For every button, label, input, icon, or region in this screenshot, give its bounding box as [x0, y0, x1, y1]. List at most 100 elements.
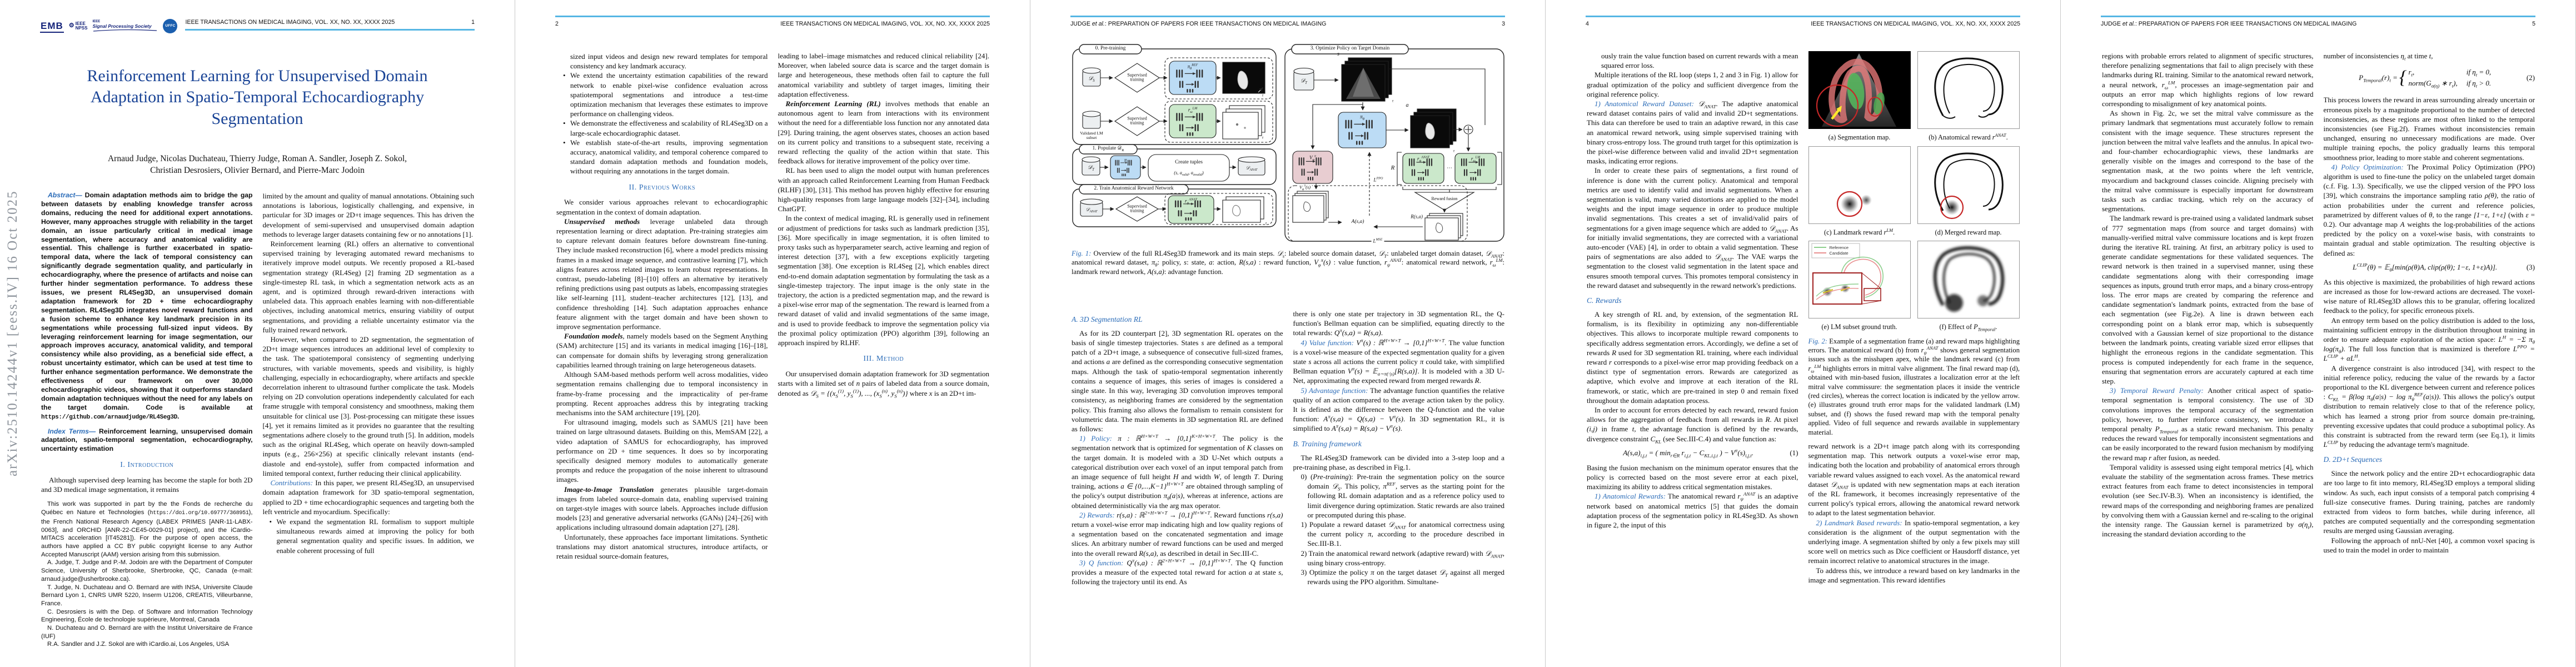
fig1-supervised-training: Supervised training — [1127, 72, 1147, 82]
paragraph: Foundation models, namely models based o… — [556, 332, 768, 369]
fig2-caption-a: (a) Segmentation map. — [1828, 133, 1891, 141]
page-number: 4 — [1586, 21, 1589, 27]
fig1-dt-label: 𝒟T — [1088, 164, 1094, 172]
figure-caption: Fig. 1: Overview of the full RL4Seg3D fr… — [1072, 250, 1505, 276]
fig2-caption-e: (e) LM subset ground truth. — [1821, 323, 1897, 331]
bullet-item: We establish state-of-the-art results, i… — [563, 138, 768, 176]
fig1-tau-label: τ — [1392, 98, 1394, 103]
paragraph: 1) Anatomical Reward Dataset: 𝒟ANAT. The… — [1587, 99, 1798, 166]
fig2-legend-reference: Reference — [1829, 245, 1849, 250]
column-right: leading to label–image mismatches and re… — [778, 51, 990, 651]
fig1-validated-lm-subset: Validated LM subset — [1080, 131, 1103, 140]
sps-swoosh-icon — [93, 29, 157, 32]
paragraph: For ultrasound imaging, models such as S… — [556, 418, 768, 484]
paragraph: In the context of medical imaging, RL is… — [778, 214, 990, 347]
fig1-value-map-label: Vφπ(s) — [1297, 185, 1313, 191]
page-2-columns: sized input videos and design new reward… — [556, 51, 989, 651]
fig2-subfig-d: (d) Merged reward map. — [1917, 146, 2020, 240]
fig1-danat-label: 𝒟ANAT — [1085, 206, 1098, 214]
arxiv-watermark-text: arXiv:2510.14244v1 [eess.IV] 16 Oct 2025 — [5, 190, 20, 477]
figure-1-canvas — [1072, 44, 1504, 242]
sps-logo-top: IEEE — [92, 20, 101, 24]
page-3: JUDGE et al.: PREPARATION OF PAPERS FOR … — [1030, 0, 1546, 667]
fig1-mse-loss-label: LMSE — [1371, 238, 1384, 244]
fig1-tau-label: τ — [1265, 221, 1267, 226]
fig1-box3-title: 3. Optimize Policy on Target Domain — [1310, 46, 1390, 52]
fig1-tau-label: τ — [1262, 93, 1264, 98]
footnote: T. Judge, N. Duchateau and O. Bernard ar… — [41, 584, 253, 607]
paragraph: 3) Q function: Qπ(s,a) : ℝ2×H×W×T → [0,1… — [1072, 558, 1283, 586]
fig2-landmark-reward-image — [1808, 146, 1911, 224]
fig2-subfig-b: (b) Anatomical reward rANAT. — [1917, 51, 2020, 145]
sps-logo: IEEE Signal Processing Society — [92, 20, 158, 32]
subsection-heading: C. Rewards — [1587, 296, 1622, 305]
fig1-ppo-loss-label: LPPO — [1372, 177, 1385, 183]
fig1-tau-label: τ — [1262, 135, 1264, 140]
paragraph: 4) Value function: Vπ(s) : ℝH×W×T → [0,1… — [1293, 337, 1505, 385]
paragraph: 0) (Pre-training): Pre-train the segment… — [1301, 472, 1505, 519]
footnote: R.A. Sandler and J.Z. Sokol are with iCa… — [47, 641, 230, 648]
paragraph: Contributions: In this paper, we present… — [262, 479, 475, 516]
fig1-state-label: s — [1337, 51, 1339, 57]
column-left: regions with probable errors related to … — [2102, 51, 2314, 651]
page-2: 2 IEEE TRANSACTIONS ON MEDICAL IMAGING, … — [515, 0, 1030, 667]
fig1-supervised-training: Supervised training — [1127, 116, 1147, 126]
paragraph: However, when compared to 2D segmentatio… — [262, 335, 475, 477]
embs-logo: EMB — [40, 20, 64, 33]
paragraph: 2) Rewards: r(s,a) : ℝ2×H×W×T → [0,1]H×W… — [1072, 510, 1283, 558]
paragraph: Unfortunately, these approaches face imp… — [556, 532, 768, 560]
paragraph: 2) Train the anatomical reward network (… — [1301, 549, 1505, 567]
page-1-columns: Abstract— Domain adaptation methods aim … — [41, 191, 474, 650]
authors-line-2: Christian Desrosiers, Olivier Bernard, a… — [150, 165, 365, 175]
paragraph: regions with probable errors related to … — [2102, 52, 2314, 108]
page-5-columns: regions with probable errors related to … — [2102, 51, 2535, 651]
fig1-danat-label: 𝒟ANAT — [1245, 165, 1258, 172]
fig1-policy-theta-label: πθ — [1360, 115, 1364, 121]
authors-block: Arnaud Judge, Nicolas Duchateau, Thierry… — [50, 153, 465, 177]
running-title: JUDGE et al.: PREPARATION OF PAPERS FOR … — [1070, 21, 1327, 27]
subsection-heading: A. 3D Segmentation RL — [1072, 315, 1143, 323]
paragraph: Reinforcement Learning (RL) involves met… — [778, 99, 990, 166]
bullet-item: sized input videos and design new reward… — [570, 52, 768, 71]
fig1-reward-fusion: Reward fusion — [1431, 196, 1458, 201]
paragraph: 2) Landmark Based rewards: In spatio-tem… — [1808, 518, 2020, 565]
paragraph: Although supervised deep learning has be… — [41, 476, 253, 494]
paragraph: 1) Anatomical Rewards: The anatomical re… — [1587, 491, 1798, 529]
fig2-lm-ground-truth-image — [1808, 241, 1911, 318]
paragraph: The RL4Seg3D framework can be divided in… — [1293, 453, 1505, 471]
paragraph: 1) Policy: π : ℝH×W×T → [0,1]K×H×W×T. Th… — [1072, 433, 1283, 510]
fig2-legend-candidate: Candidate — [1829, 251, 1848, 256]
header-rule — [555, 16, 990, 17]
header-rule — [1586, 16, 2020, 17]
paragraph: As shown in Fig. 2c, we set the mitral v… — [2102, 109, 2314, 213]
paragraph: A key strength of RL and, by extension, … — [1587, 310, 1798, 405]
arxiv-watermark: arXiv:2510.14244v1 [eess.IV] 16 Oct 2025 — [0, 0, 26, 667]
paragraph: 3) Optimize the policy π on the target d… — [1301, 568, 1505, 586]
fig1-tau-label: τ — [1453, 148, 1455, 153]
fig1-box0-title: 0. Pre-training — [1095, 46, 1126, 52]
paragraph: Reinforcement learning (RL) offers an al… — [262, 240, 475, 334]
fig1-reward-set-label: R — [1391, 165, 1395, 172]
fig2-subfig-a: (a) Segmentation map. — [1808, 51, 1911, 145]
equation: LCLIP(θ) = 𝔼θ[min(ρ(θ)A, clip(ρ(θ); 1−ε,… — [2353, 262, 2535, 273]
fig1-policy-ref-label: πθREF — [1187, 63, 1198, 71]
journal-header: IEEE TRANSACTIONS ON MEDICAL IMAGING, VO… — [185, 19, 395, 26]
paragraph: 3) Temporal Reward Penalty: Another crit… — [2102, 386, 2314, 462]
journal-header: IEEE TRANSACTIONS ON MEDICAL IMAGING, VO… — [1811, 21, 2020, 27]
page-5-header: JUDGE et al.: PREPARATION OF PAPERS FOR … — [2101, 16, 2535, 28]
fig2-merged-reward-image — [1917, 146, 2020, 224]
bullet-item: We expand the segmentation RL formalism … — [270, 517, 474, 555]
page-2-header: 2 IEEE TRANSACTIONS ON MEDICAL IMAGING, … — [555, 16, 990, 28]
section-heading: III. Method — [863, 355, 904, 364]
running-title: JUDGE et al.: PREPARATION OF PAPERS FOR … — [2101, 21, 2357, 27]
page-number: 1 — [471, 19, 475, 26]
paragraph: Temporal validity is assessed using eigh… — [2102, 462, 2314, 539]
paragraph: In order to account for errors detected … — [1587, 405, 1798, 445]
fig2-subfig-c: (c) Landmark reward rLM. — [1808, 146, 1911, 240]
fig1-anat-reward-label: rψANAT — [1184, 198, 1198, 206]
paragraph: Our unsupervised domain adaptation frame… — [778, 370, 990, 399]
equation: PTemporal(r)t ={rt,if ηt = 0,norm(Gσ(η) … — [2359, 67, 2535, 89]
